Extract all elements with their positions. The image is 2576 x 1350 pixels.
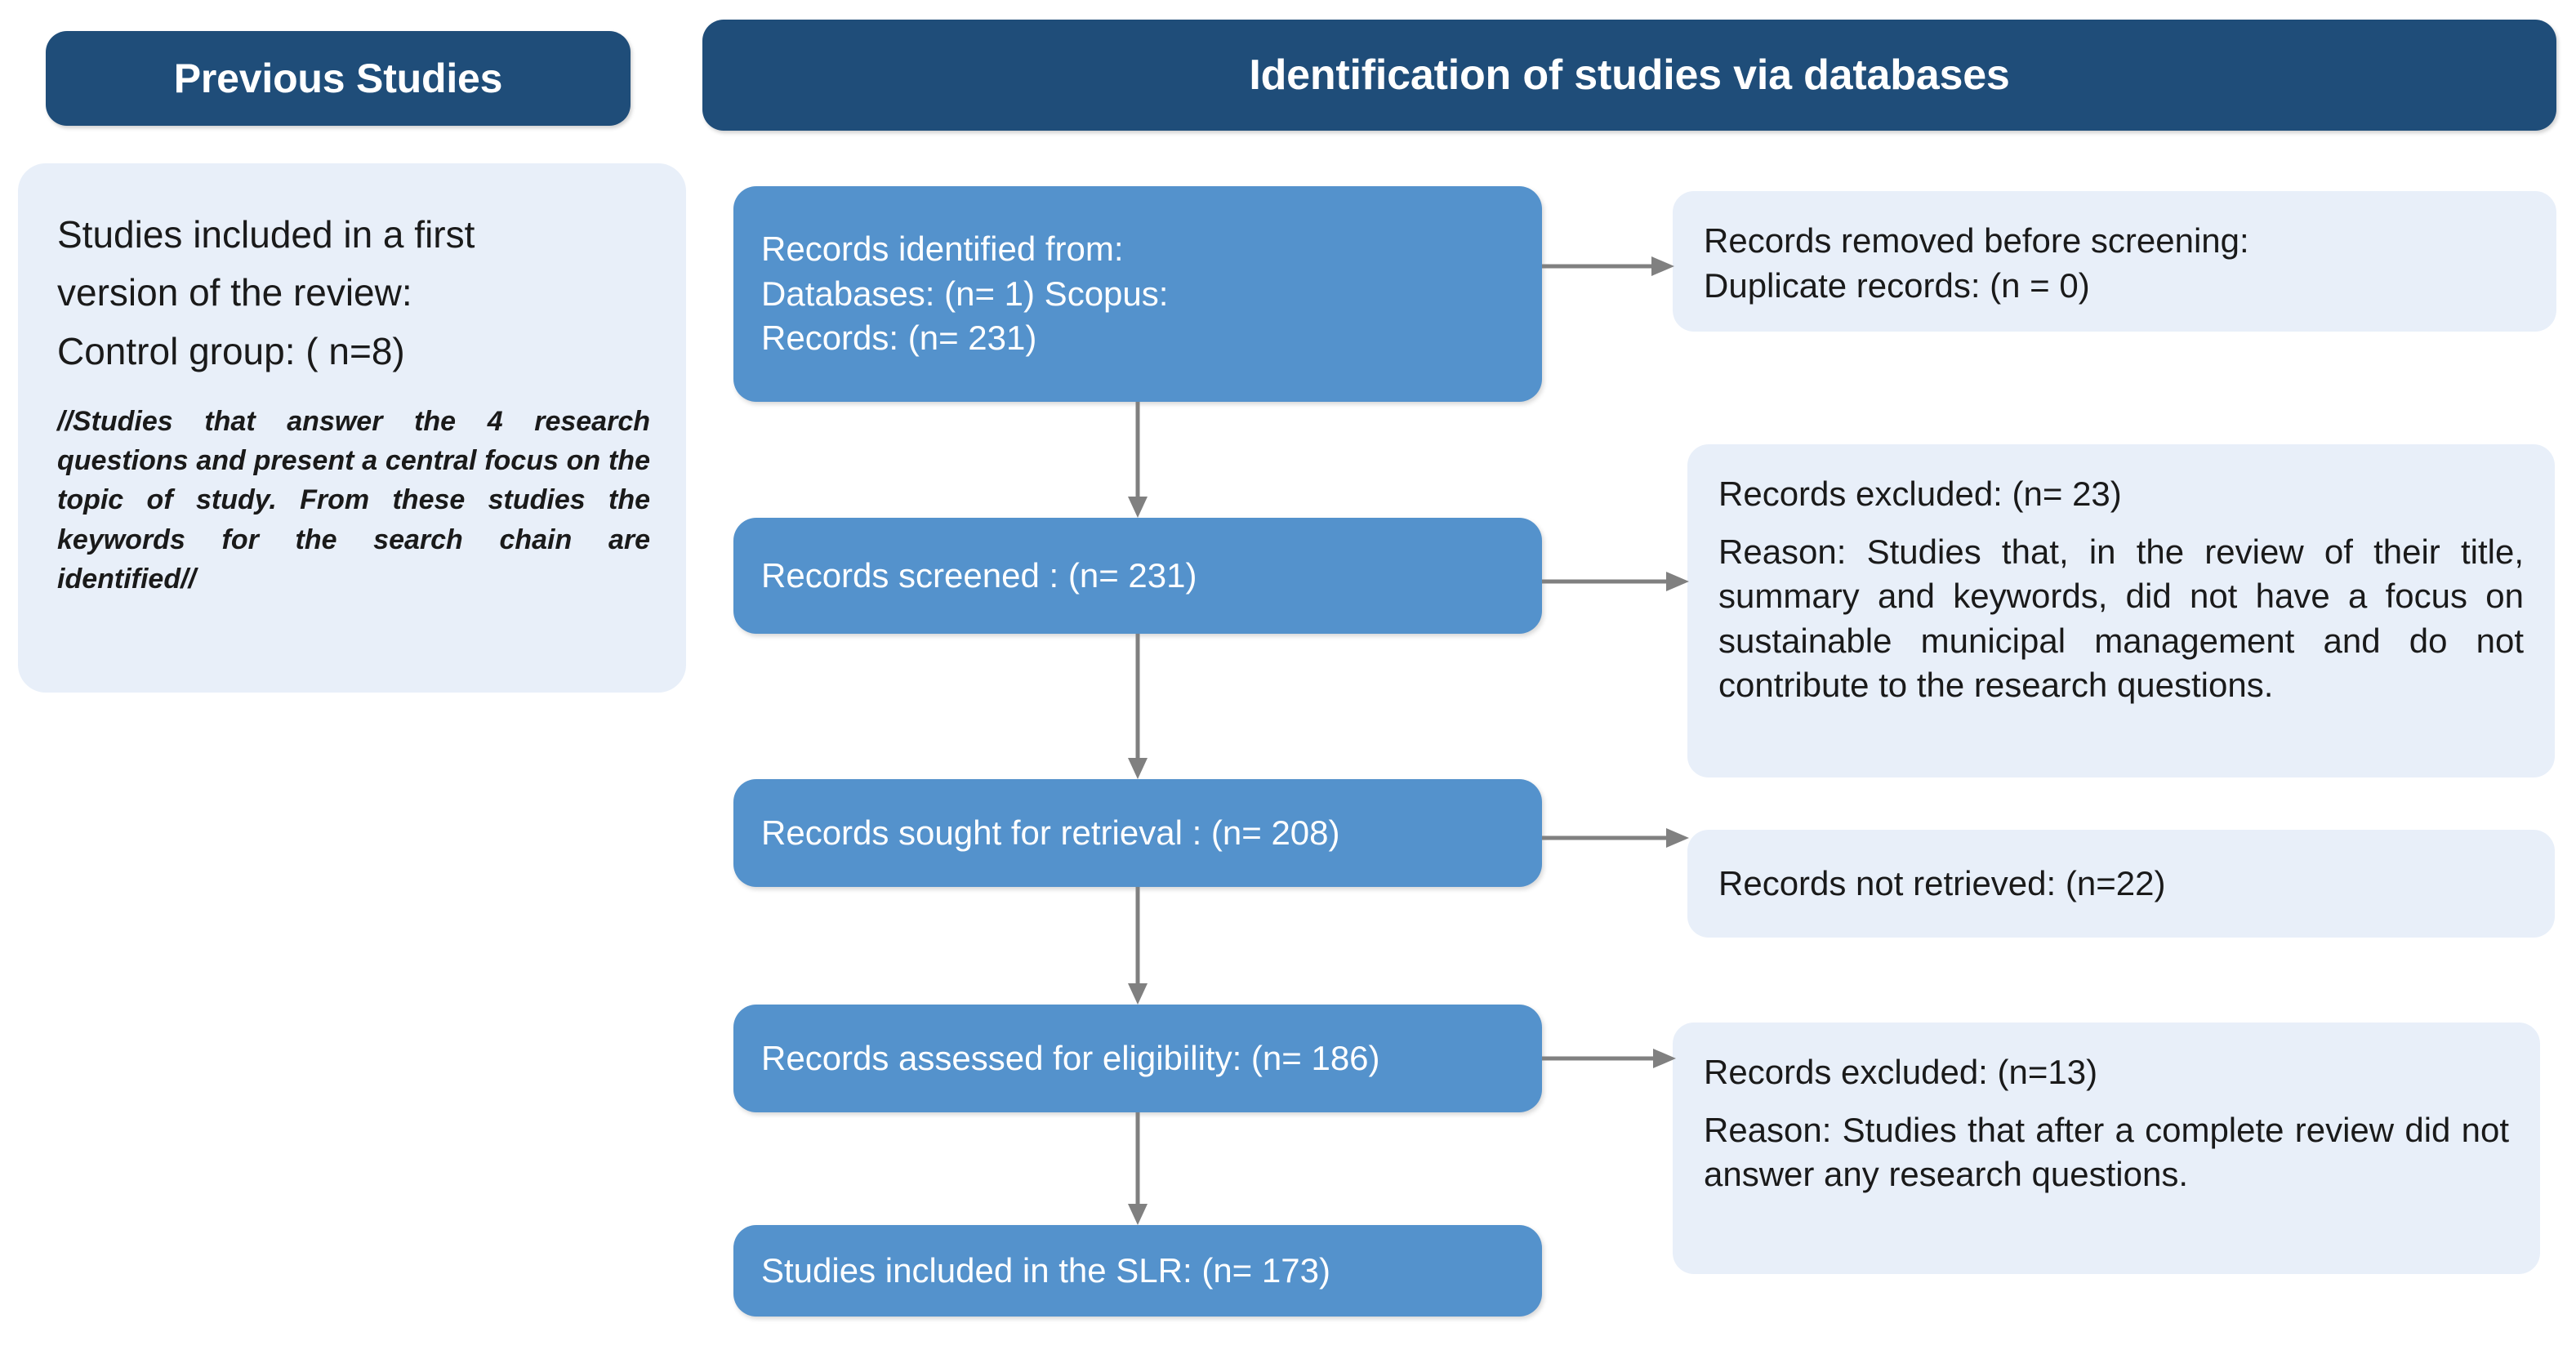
process-box-studies-included-in-slr: Studies included in the SLR: (n= 173)	[733, 1225, 1542, 1317]
outcome-title-records-removed: Records removed before screening: Duplic…	[1704, 221, 2249, 305]
arrow-right-icon	[1542, 1049, 1676, 1068]
connector-sought-to-not-retrieved	[1542, 822, 1694, 854]
header-identification-via-databases: Identification of studies via databases	[702, 20, 2556, 131]
arrow-down-icon	[1128, 887, 1148, 1005]
previous-studies-annotation: //Studies that answer the 4 research que…	[57, 405, 650, 595]
connector-assessed-to-excluded	[1542, 1042, 1681, 1075]
outcome-title-records-not-retrieved: Records not retrieved: (n=22)	[1718, 863, 2166, 902]
outcome-box-records-excluded-screening: Records excluded: (n= 23) Reason: Studie…	[1687, 444, 2555, 777]
outcome-box-records-removed: Records removed before screening: Duplic…	[1673, 191, 2556, 332]
arrow-down-icon	[1128, 634, 1148, 779]
connector-identified-to-screened	[1121, 402, 1154, 521]
arrow-down-icon	[1128, 402, 1148, 518]
header-previous-studies: Previous Studies	[46, 31, 631, 126]
process-box-records-assessed-for-eligibility: Records assessed for eligibility: (n= 18…	[733, 1005, 1542, 1112]
outcome-title-records-excluded-screening: Records excluded: (n= 23)	[1718, 475, 2122, 513]
connector-screened-to-excluded	[1542, 565, 1694, 598]
arrow-right-icon	[1542, 256, 1674, 276]
arrow-right-icon	[1542, 572, 1689, 591]
outcome-box-records-excluded-eligibility: Records excluded: (n=13) Reason: Studies…	[1673, 1023, 2540, 1274]
connector-assessed-to-included	[1121, 1112, 1154, 1228]
outcome-reason-records-excluded-screening: Reason: Studies that, in the review of t…	[1718, 532, 2524, 705]
connector-identified-to-removed	[1542, 250, 1678, 283]
arrow-right-icon	[1542, 828, 1689, 848]
outcome-title-records-excluded-eligibility: Records excluded: (n=13)	[1704, 1053, 2098, 1091]
outcome-box-records-not-retrieved: Records not retrieved: (n=22)	[1687, 830, 2555, 938]
previous-studies-heading: Studies included in a first version of t…	[57, 213, 475, 372]
outcome-reason-records-excluded-eligibility: Reason: Studies that after a complete re…	[1704, 1110, 2509, 1194]
previous-studies-note-box: Studies included in a first version of t…	[18, 163, 686, 693]
process-box-records-sought-for-retrieval: Records sought for retrieval : (n= 208)	[733, 779, 1542, 887]
process-box-records-screened: Records screened : (n= 231)	[733, 518, 1542, 634]
connector-sought-to-assessed	[1121, 887, 1154, 1008]
process-box-records-identified: Records identified from: Databases: (n= …	[733, 186, 1542, 402]
connector-screened-to-sought	[1121, 634, 1154, 782]
arrow-down-icon	[1128, 1112, 1148, 1225]
